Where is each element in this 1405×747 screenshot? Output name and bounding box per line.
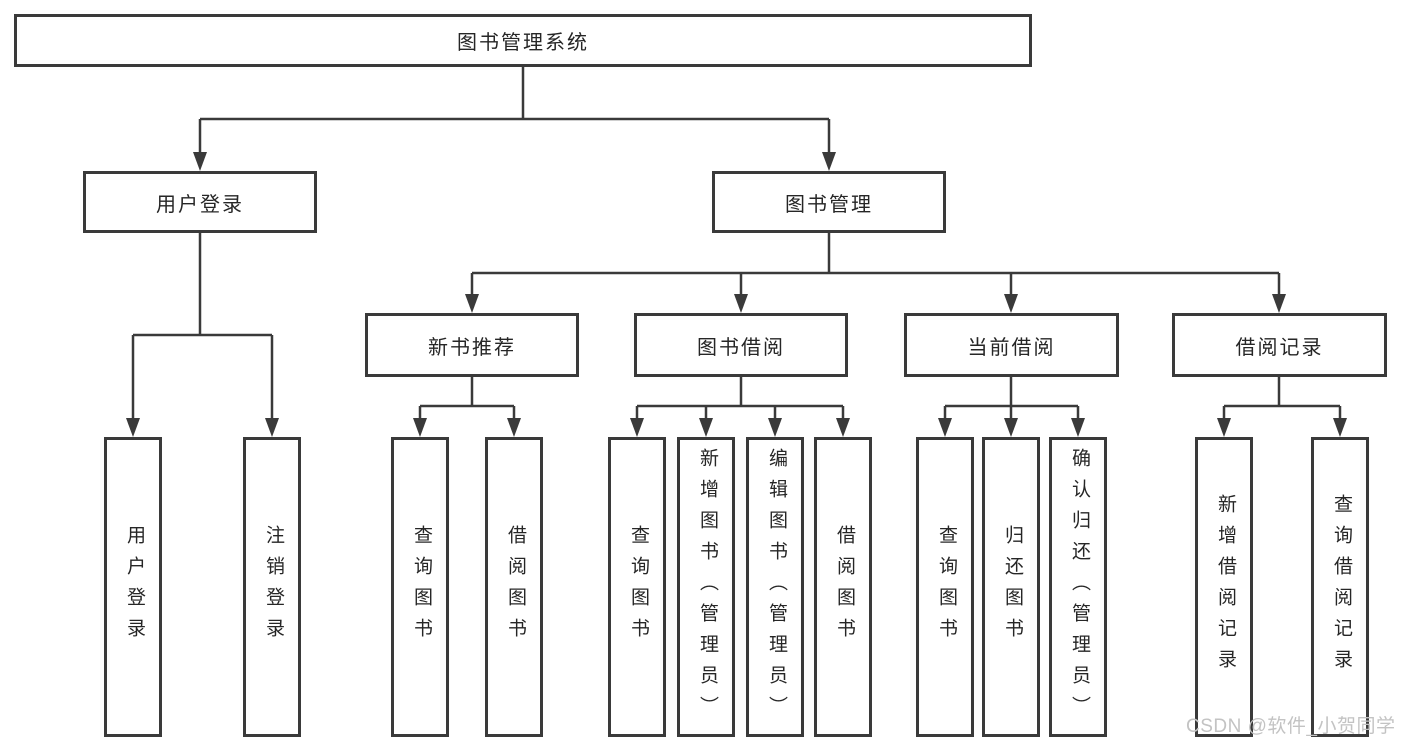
leaf-records-add-record: 新增借阅记录 (1195, 437, 1253, 737)
node-root: 图书管理系统 (14, 14, 1032, 67)
leaf-recommend-borrow-books: 借阅图书 (485, 437, 543, 737)
leaf-logout: 注销登录 (243, 437, 301, 737)
node-current-borrowing: 当前借阅 (904, 313, 1119, 377)
leaf-recommend-query-books: 查询图书 (391, 437, 449, 737)
node-book-borrowing: 图书借阅 (634, 313, 848, 377)
leaf-borrowing-query-books: 查询图书 (608, 437, 666, 737)
leaf-records-query-record: 查询借阅记录 (1311, 437, 1369, 737)
leaf-current-confirm-return-admin: 确认归还（管理员） (1049, 437, 1107, 737)
node-new-book-recommend: 新书推荐 (365, 313, 579, 377)
leaf-borrowing-edit-books-admin: 编辑图书（管理员） (746, 437, 804, 737)
leaf-user-login: 用户登录 (104, 437, 162, 737)
node-user-login: 用户登录 (83, 171, 317, 233)
leaf-borrowing-borrow-books: 借阅图书 (814, 437, 872, 737)
leaf-borrowing-add-books-admin: 新增图书（管理员） (677, 437, 735, 737)
node-book-management: 图书管理 (712, 171, 946, 233)
node-borrowing-records: 借阅记录 (1172, 313, 1387, 377)
leaf-current-return-books: 归还图书 (982, 437, 1040, 737)
leaf-current-query-books: 查询图书 (916, 437, 974, 737)
csdn-watermark: CSDN @软件_小贺同学 (1186, 716, 1396, 737)
